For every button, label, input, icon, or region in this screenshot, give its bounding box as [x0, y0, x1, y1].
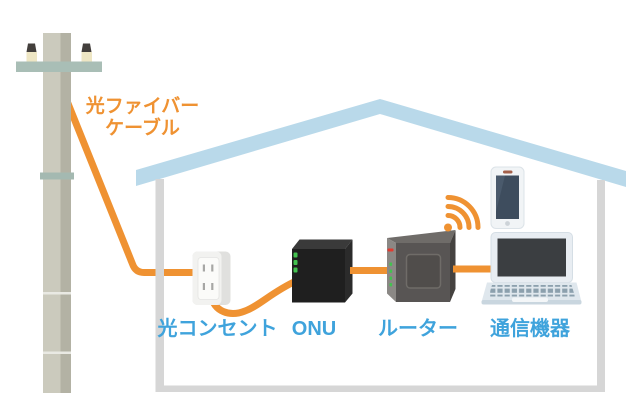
pole-band — [40, 172, 74, 180]
onu-front — [292, 249, 345, 303]
fiber-cable-label: 光ファイバー ケーブル — [52, 96, 233, 140]
onu-leds — [293, 252, 298, 273]
router-box-icon — [387, 230, 456, 302]
label-optical-outlet: 光コンセント — [157, 318, 278, 340]
insulator-left-icon — [26, 43, 37, 62]
phone-speaker — [503, 170, 513, 174]
house-floor — [155, 385, 605, 392]
label-router: ルーター — [378, 318, 458, 340]
laptop-base-edge — [481, 300, 582, 305]
label-devices: 通信機器 — [490, 318, 570, 340]
phone-home-button — [505, 221, 510, 226]
outlet-plate — [197, 257, 220, 300]
pole-crossarm — [16, 61, 102, 72]
fiber-cable-label-line1: 光ファイバー — [85, 96, 200, 117]
house-outline-icon — [155, 179, 605, 392]
house-left-wall — [155, 179, 164, 392]
house-right-wall — [597, 180, 605, 392]
wall-outlet-icon — [192, 251, 231, 305]
router-panel — [405, 253, 442, 289]
onu-box-icon — [292, 239, 353, 303]
onu-top — [292, 239, 353, 249]
wifi-dot — [444, 223, 452, 232]
laptop-screen — [497, 238, 566, 277]
laptop-trackpad — [512, 297, 548, 302]
house-roof — [136, 99, 626, 187]
pole-shade — [60, 33, 71, 393]
router-led-red — [387, 248, 394, 252]
phone-screen-sheen — [496, 175, 505, 212]
wifi-signal-icon — [444, 195, 481, 232]
router-leds-green — [389, 262, 393, 287]
fiber-drop-cable — [57, 84, 207, 276]
fiber-cable-label-line2: ケーブル — [105, 118, 180, 139]
onu-side — [345, 239, 353, 303]
router-right — [450, 230, 456, 302]
smartphone-icon — [490, 166, 525, 229]
outlet-slots — [202, 264, 214, 290]
utility-pole-icon — [16, 33, 102, 393]
pole-joint — [43, 292, 71, 295]
laptop-keyboard — [488, 285, 575, 297]
insulator-right-icon — [81, 43, 92, 62]
pole-joint — [43, 351, 71, 354]
router-top — [387, 230, 456, 243]
laptop-icon — [481, 232, 582, 305]
outlet-to-onu-cable — [207, 277, 300, 317]
label-onu: ONU — [291, 318, 337, 340]
